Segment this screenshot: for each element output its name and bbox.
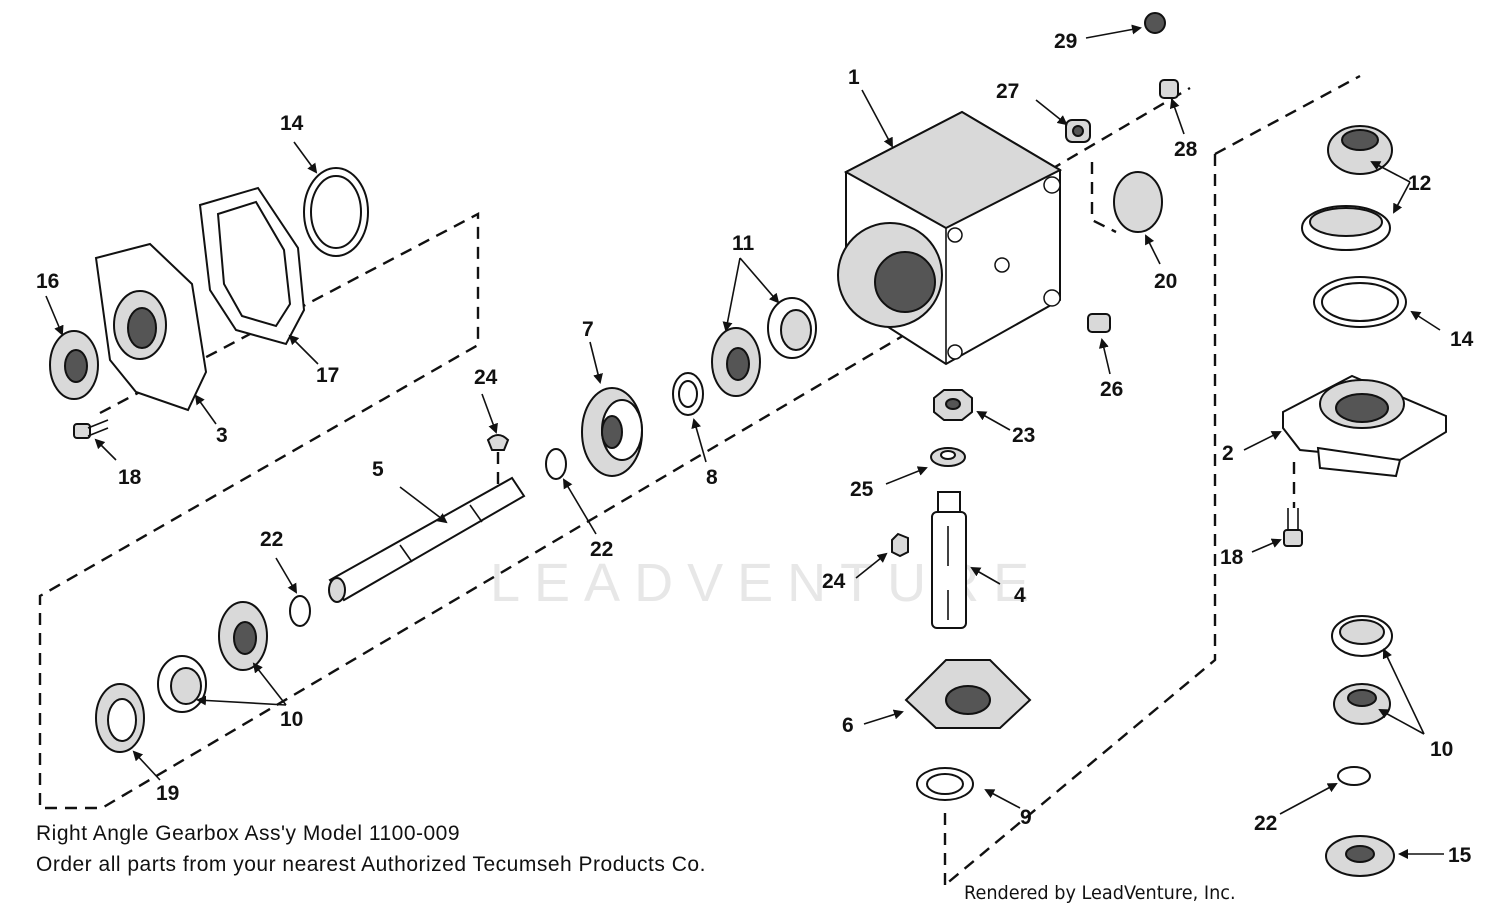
bearing-cup-10-right [1331,615,1393,657]
callout-12: 12 [1408,172,1431,195]
callout-5: 5 [372,458,384,481]
washer-9-inner [926,773,964,795]
nut-23 [933,389,973,421]
o-ring-right-inner [1321,282,1399,322]
washer-25-inner [940,450,956,460]
callout-10-right: 10 [1430,738,1453,761]
bolt-right [1283,508,1303,547]
callout-24-upper: 24 [474,366,498,389]
callout-27: 27 [996,80,1019,103]
callout-18-left: 18 [118,466,142,489]
callout-10-left: 10 [280,708,303,731]
diagram-title: Right Angle Gearbox Ass'y Model 1100-009 [36,822,461,845]
plug-27 [1065,119,1091,143]
callout-18-right: 18 [1220,546,1244,569]
retaining-ring-c [1337,766,1371,786]
cover-plate [94,242,208,412]
callout-25: 25 [850,478,874,501]
order-note: Order all parts from your nearest Author… [36,853,706,876]
plug-26 [1087,313,1111,333]
o-ring-upper-inner [310,175,362,249]
bearing-cap-lower [1282,374,1447,478]
seal-19-inner [107,698,137,742]
render-credit: Rendered by LeadVenture, Inc. [964,882,1236,904]
callout-22-right: 22 [1254,812,1277,835]
nut-29 [1144,12,1166,34]
callout-29: 29 [1054,30,1077,53]
retaining-ring-b [289,595,311,627]
callout-14-right: 14 [1450,328,1474,351]
callout-24-lower: 24 [822,570,846,593]
callout-2: 2 [1222,442,1234,465]
bearing-cone-10-left [218,601,268,671]
retaining-ring-a [545,448,567,480]
bevel-gear-output [904,659,1032,729]
callout-8: 8 [706,466,718,489]
callout-16: 16 [36,270,59,293]
bearing-cup-12 [1301,205,1391,251]
vent-plug-28 [1159,79,1179,99]
leader-arrows [45,24,1444,859]
gearbox-housing [837,110,1063,366]
seal-15-center [1345,845,1375,863]
callout-20: 20 [1154,270,1177,293]
bearing-cup-10-left [157,655,207,713]
washer-8-inner [678,380,698,408]
callout-23: 23 [1012,424,1035,447]
callout-14-upper: 14 [280,112,304,135]
bearing-cone-11 [711,327,761,397]
callout-28: 28 [1174,138,1198,161]
callout-11: 11 [732,232,755,255]
key-lower [891,532,909,558]
callout-3: 3 [216,424,228,447]
gasket [198,186,306,346]
input-shaft [328,476,526,603]
expansion-plug [1113,171,1163,233]
callout-7: 7 [582,318,594,341]
callout-9: 9 [1020,806,1032,829]
output-shaft [931,491,967,629]
bolt-left [73,419,109,439]
callout-6: 6 [842,714,854,737]
callout-26: 26 [1100,378,1123,401]
callout-22-mid: 22 [590,538,613,561]
bearing-cone-10-right [1333,683,1391,725]
key-upper [486,434,510,451]
callout-15: 15 [1448,844,1472,867]
assembly-lines [38,74,1361,886]
callout-1: 1 [848,66,860,89]
callout-19: 19 [156,782,179,805]
callout-22-left: 22 [260,528,283,551]
callout-17: 17 [316,364,339,387]
callout-4: 4 [1014,584,1026,607]
bevel-gear-input [581,387,643,477]
seal-left-center [64,349,88,383]
bearing-cup-11 [767,297,817,359]
